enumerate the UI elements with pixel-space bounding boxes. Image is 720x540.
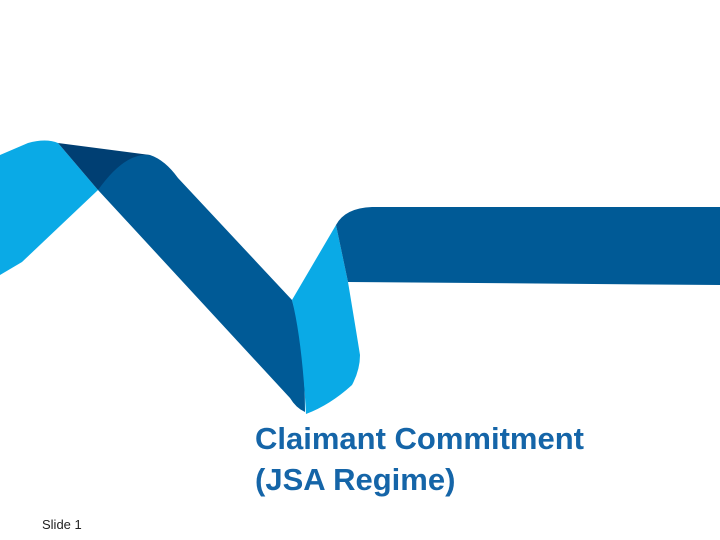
ribbon-diagonal-dark-segment bbox=[98, 154, 305, 412]
slide-number: Slide 1 bbox=[42, 517, 82, 532]
slide-title: Claimant Commitment (JSA Regime) bbox=[255, 418, 584, 500]
slide-title-line-2: (JSA Regime) bbox=[255, 462, 456, 497]
ribbon-horizontal-dark-segment bbox=[336, 207, 720, 285]
ribbon-left-light-segment bbox=[0, 140, 98, 275]
slide-title-line-1: Claimant Commitment bbox=[255, 421, 584, 456]
ribbon-rising-light-segment bbox=[292, 225, 360, 414]
ribbon-top-shadow bbox=[58, 143, 150, 190]
